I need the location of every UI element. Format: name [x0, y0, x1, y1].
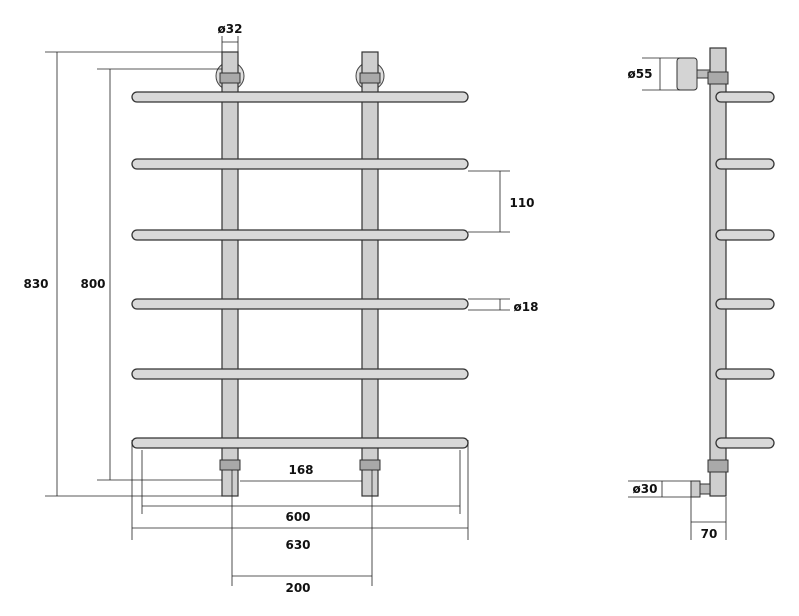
- dim-bottom-connector-diameter: ø30: [633, 482, 658, 496]
- side-top-collar: [707, 71, 729, 85]
- dim-top-tube-diameter: ø32: [218, 22, 243, 36]
- dim-top-mount-diameter: ø55: [628, 67, 653, 81]
- side-bar-3: [715, 229, 775, 241]
- dim-tube-center-distance: 200: [285, 581, 310, 595]
- side-bar-2: [715, 158, 775, 170]
- side-bars: [715, 91, 775, 449]
- side-view: ø55 ø30 70: [628, 47, 775, 541]
- bar-2: [131, 158, 469, 170]
- dim-bar-spacing: 110: [509, 196, 534, 210]
- front-view: ø32 830 800 168 600 630 200 110 ø18: [23, 22, 538, 595]
- bar-1: [131, 91, 469, 103]
- horizontal-bars: [131, 91, 469, 449]
- dim-bar-diameter: ø18: [514, 300, 539, 314]
- bottom-connector: [690, 480, 701, 498]
- side-vertical-tube: [709, 47, 727, 497]
- bar-5: [131, 368, 469, 380]
- side-bar-4: [715, 298, 775, 310]
- side-bar-6: [715, 437, 775, 449]
- right-bottom-collar: [359, 459, 381, 471]
- dim-overall-width: 630: [285, 538, 310, 552]
- dim-overall-height: 830: [23, 277, 48, 291]
- dim-mount-height: 800: [80, 277, 105, 291]
- side-bar-5: [715, 368, 775, 380]
- dimension-lines: [45, 36, 510, 586]
- dim-tube-gap: 168: [288, 463, 313, 477]
- dim-bar-inner-width: 600: [285, 510, 310, 524]
- bar-4: [131, 298, 469, 310]
- top-wall-mount: [676, 57, 698, 91]
- right-vertical-tube: [361, 51, 379, 497]
- side-bottom-collar: [707, 459, 729, 473]
- right-top-collar: [359, 72, 381, 84]
- bottom-connector-pipe: [699, 483, 711, 495]
- dim-wall-distance: 70: [701, 527, 718, 541]
- left-bottom-collar: [219, 459, 241, 471]
- side-bar-1: [715, 91, 775, 103]
- bar-3: [131, 229, 469, 241]
- side-dimension-lines: [628, 57, 727, 540]
- left-top-collar: [219, 72, 241, 84]
- bar-6: [131, 437, 469, 449]
- left-vertical-tube: [221, 51, 239, 497]
